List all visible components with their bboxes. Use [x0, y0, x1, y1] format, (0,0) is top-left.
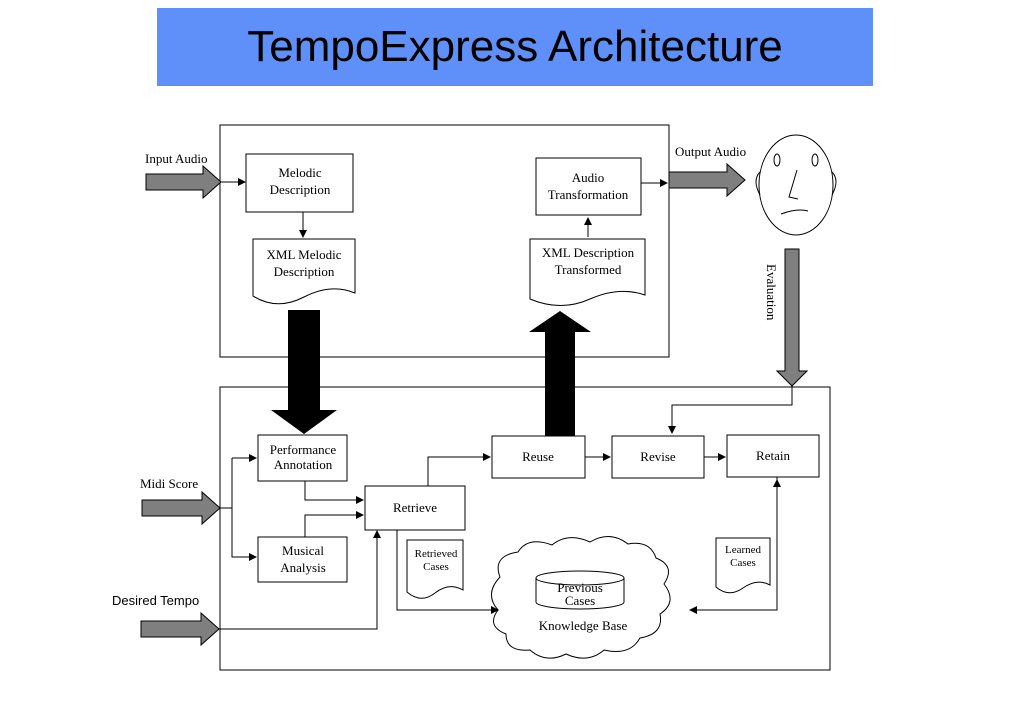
previous-cases-database-icon: [535, 570, 625, 610]
xml-transformed-label-1: XML Description: [542, 245, 635, 260]
midi-to-analysis-connector: [231, 508, 257, 561]
xml-description-transformed-doc: [529, 238, 646, 306]
retain-box: [726, 434, 820, 478]
revise-label: Revise: [640, 449, 676, 464]
desired-tempo-label: Desired Tempo: [112, 593, 199, 608]
melodic-description-box: [245, 153, 354, 213]
melodic-description-label-2: Description: [270, 182, 331, 197]
reuse-label: Reuse: [522, 449, 554, 464]
retrieve-to-knowledge-connector: [396, 530, 499, 614]
retrieve-box: [364, 485, 466, 531]
cbr-module-frame: [219, 386, 831, 671]
learned-cases-doc: [715, 537, 771, 594]
audio-transformation-label-2: Transformation: [548, 187, 629, 202]
listener-face-icon: [755, 134, 837, 236]
midi-score-arrow: [141, 490, 221, 526]
big-down-arrow: [271, 310, 337, 434]
xml-melodic-label-2: Description: [274, 264, 335, 279]
musical-analysis-label-2: Analysis: [280, 560, 326, 575]
retrieve-to-reuse-connector: [427, 453, 491, 486]
evaluation-arrow: [775, 248, 809, 387]
revise-box: [611, 435, 705, 479]
audio-module-frame: [219, 124, 670, 358]
input-audio-arrow: [145, 164, 222, 200]
xml-melodic-description-doc: [252, 238, 356, 305]
desired-tempo-arrow: [140, 611, 220, 647]
musical-analysis-box: [257, 536, 348, 583]
xml-transformed-label-2: Transformed: [555, 262, 622, 277]
input-audio-label: Input Audio: [145, 151, 207, 166]
analysis-to-retrieve-connector: [304, 511, 364, 537]
output-audio-arrow: [668, 162, 746, 198]
retrieved-cases-label-2: Cases: [423, 561, 449, 573]
midi-score-label: Midi Score: [140, 476, 198, 491]
retrieve-label: Retrieve: [393, 500, 437, 515]
retain-label: Retain: [756, 448, 790, 463]
previous-cases-label-1: Previous: [557, 580, 603, 595]
learned-cases-label-1: Learned: [725, 544, 762, 556]
performance-annotation-label-2: Annotation: [274, 457, 333, 472]
audio-transformation-box: [535, 157, 642, 216]
performance-annotation-box: [257, 434, 348, 482]
performance-to-retrieve-connector: [304, 481, 364, 504]
knowledge-base-label: Knowledge Base: [539, 618, 628, 633]
midi-branch-connector: [220, 458, 233, 509]
page-title: TempoExpress Architecture: [247, 22, 783, 71]
tempo-to-retrieve-connector: [219, 530, 381, 630]
previous-cases-label-2: Cases: [565, 593, 595, 608]
retrieved-cases-label-1: Retrieved: [415, 548, 458, 560]
retain-to-knowledge-connector: [689, 477, 778, 614]
title-banner: TempoExpress Architecture: [157, 8, 873, 86]
evaluation-to-revise-connector: [668, 386, 793, 434]
big-up-arrow: [529, 311, 591, 437]
reuse-box: [491, 435, 586, 479]
melodic-description-label-1: Melodic: [278, 165, 322, 180]
xml-melodic-label-1: XML Melodic: [267, 247, 342, 262]
performance-annotation-label-1: Performance: [270, 442, 337, 457]
audio-transformation-label-1: Audio: [572, 170, 605, 185]
learned-cases-label-2: Cases: [730, 557, 756, 569]
retrieved-cases-doc: [406, 539, 464, 599]
output-audio-label: Output Audio: [675, 144, 746, 159]
evaluation-label: Evaluation: [764, 264, 779, 321]
musical-analysis-label-1: Musical: [282, 543, 324, 558]
